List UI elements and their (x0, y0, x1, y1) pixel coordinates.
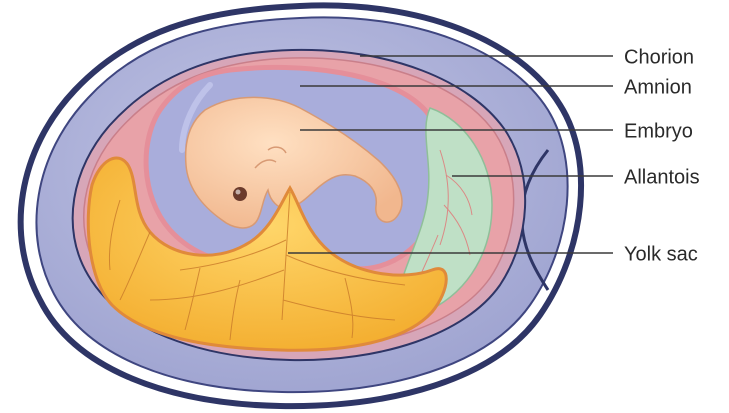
label-allantois: Allantois (624, 166, 700, 188)
label-chorion: Chorion (624, 46, 694, 68)
label-embryo: Embryo (624, 120, 693, 142)
labels: Chorion Amnion Embryo Allantois Yolk sac (624, 46, 700, 265)
label-amnion: Amnion (624, 76, 692, 98)
label-yolk-sac: Yolk sac (624, 243, 698, 265)
